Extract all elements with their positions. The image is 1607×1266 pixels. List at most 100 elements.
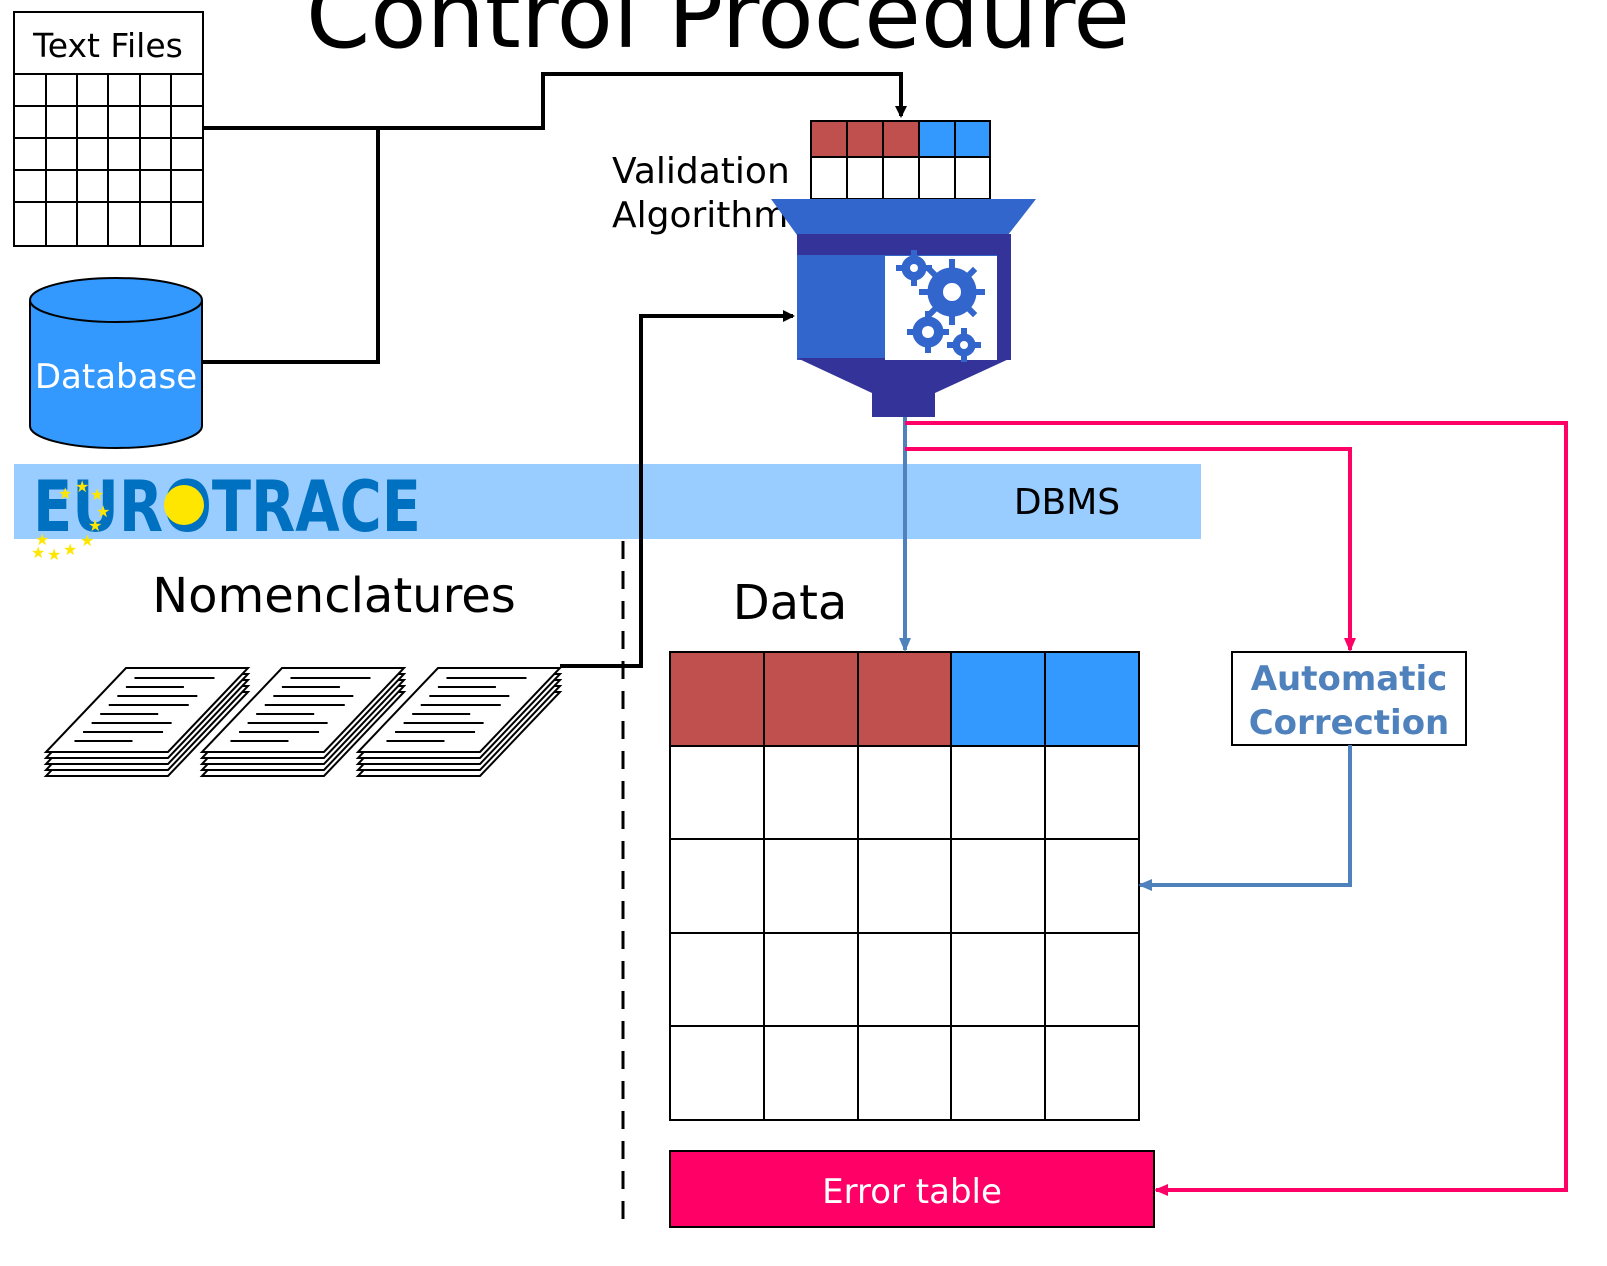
funnel-table-header-cell <box>882 120 920 158</box>
automatic-correction-box: Automatic Correction <box>1231 651 1467 746</box>
data-table-cell <box>1044 745 1140 840</box>
text-files-cell <box>107 73 141 107</box>
validation-funnel <box>771 199 1036 417</box>
funnel-table-header-cell <box>846 120 884 158</box>
data-table-cell <box>669 838 765 934</box>
funnel-table-header-cell <box>954 120 991 158</box>
funnel-table-cell <box>810 156 848 200</box>
data-table-cell <box>763 745 859 840</box>
error-table-box: Error table <box>669 1150 1155 1228</box>
svg-text:★: ★ <box>96 502 110 521</box>
text-files-cell <box>170 105 204 139</box>
text-files-cell <box>45 137 78 171</box>
text-files-cell <box>76 201 109 247</box>
data-table-header-cell <box>950 651 1046 747</box>
funnel-input-table <box>810 120 991 200</box>
eu-stars-icon: ★★★ ★★★ ★★★ ★ <box>31 477 110 564</box>
text-files-label: Text Files <box>32 26 183 65</box>
data-label: Data <box>733 575 848 631</box>
text-files-cell <box>76 73 109 107</box>
text-files-cell <box>13 105 47 139</box>
text-files-cell <box>170 169 204 203</box>
text-files-table: Text Files <box>13 11 204 247</box>
text-files-cell <box>170 201 204 247</box>
data-table-header-cell <box>1044 651 1140 747</box>
text-files-cell <box>107 201 141 247</box>
text-files-cell <box>139 73 172 107</box>
text-files-cell <box>139 201 172 247</box>
database-label: Database <box>35 357 197 397</box>
data-table-header-cell <box>669 651 765 747</box>
data-table-cell <box>950 1025 1046 1121</box>
data-table-header-cell <box>857 651 952 747</box>
text-files-cell <box>107 137 141 171</box>
text-files-cell <box>76 137 109 171</box>
validation-label-line1: Validation <box>612 151 790 192</box>
text-files-cell <box>45 169 78 203</box>
data-table-cell <box>857 745 952 840</box>
data-table-cell <box>857 838 952 934</box>
text-files-cell <box>170 137 204 171</box>
dbms-label: DBMS <box>1014 482 1120 523</box>
text-files-cell <box>139 105 172 139</box>
data-table-cell <box>950 838 1046 934</box>
funnel-table-header-cell <box>918 120 956 158</box>
svg-text:★: ★ <box>58 484 72 503</box>
flow-arrows <box>899 417 1568 1196</box>
svg-text:★: ★ <box>80 531 94 550</box>
correction-line2: Correction <box>1249 703 1450 743</box>
data-table-cell <box>763 838 859 934</box>
text-files-cell <box>13 201 47 247</box>
svg-text:★: ★ <box>35 530 49 549</box>
document-stack-icon <box>355 667 563 777</box>
data-table-cell <box>857 1025 952 1121</box>
data-table-header-cell <box>763 651 859 747</box>
data-table-cell <box>669 932 765 1027</box>
database-cylinder: Database <box>29 277 203 449</box>
gears-icon <box>896 250 985 362</box>
document-stack-icon <box>43 667 251 777</box>
data-table-cell <box>669 1025 765 1121</box>
nomenclature-connector <box>560 310 795 668</box>
validation-label-line2: Algorithm <box>612 195 788 236</box>
text-files-cell <box>139 137 172 171</box>
data-table-cell <box>1044 838 1140 934</box>
text-files-cell <box>45 105 78 139</box>
text-files-cell <box>107 105 141 139</box>
data-table-cell <box>763 932 859 1027</box>
source-connectors <box>203 72 907 364</box>
funnel-table-cell <box>954 156 991 200</box>
data-table-cell <box>1044 1025 1140 1121</box>
text-files-cell <box>13 137 47 171</box>
svg-text:★: ★ <box>90 485 104 504</box>
text-files-cell <box>170 73 204 107</box>
svg-text:★: ★ <box>88 516 102 535</box>
text-files-cell <box>107 169 141 203</box>
svg-text:★: ★ <box>75 477 89 496</box>
data-table <box>669 651 1140 1121</box>
nomenclatures-label: Nomenclatures <box>152 568 516 624</box>
page-title: Control Procedure <box>306 0 1130 69</box>
text-files-cell <box>45 201 78 247</box>
data-table-cell <box>669 745 765 840</box>
text-files-grid <box>13 73 204 247</box>
funnel-to-error-arrow <box>905 421 1568 1196</box>
svg-text:★: ★ <box>31 543 45 562</box>
text-files-cell <box>13 73 47 107</box>
correction-line1: Automatic <box>1251 659 1448 699</box>
funnel-table-cell <box>918 156 956 200</box>
text-files-cell <box>139 169 172 203</box>
text-files-cell <box>13 169 47 203</box>
data-table-cell <box>763 1025 859 1121</box>
svg-text:★: ★ <box>47 545 61 564</box>
eurotrace-logo: EUROTRACE <box>33 466 421 548</box>
eurotrace-banner: EUROTRACE ★★★ ★★★ ★★★ ★ DBMS <box>14 464 1201 564</box>
data-table-cell <box>857 932 952 1027</box>
error-table-label: Error table <box>822 1172 1002 1212</box>
text-files-cell <box>76 105 109 139</box>
data-table-cell <box>950 932 1046 1027</box>
svg-text:★: ★ <box>63 540 77 559</box>
funnel-table-cell <box>882 156 920 200</box>
funnel-table-header-cell <box>810 120 848 158</box>
